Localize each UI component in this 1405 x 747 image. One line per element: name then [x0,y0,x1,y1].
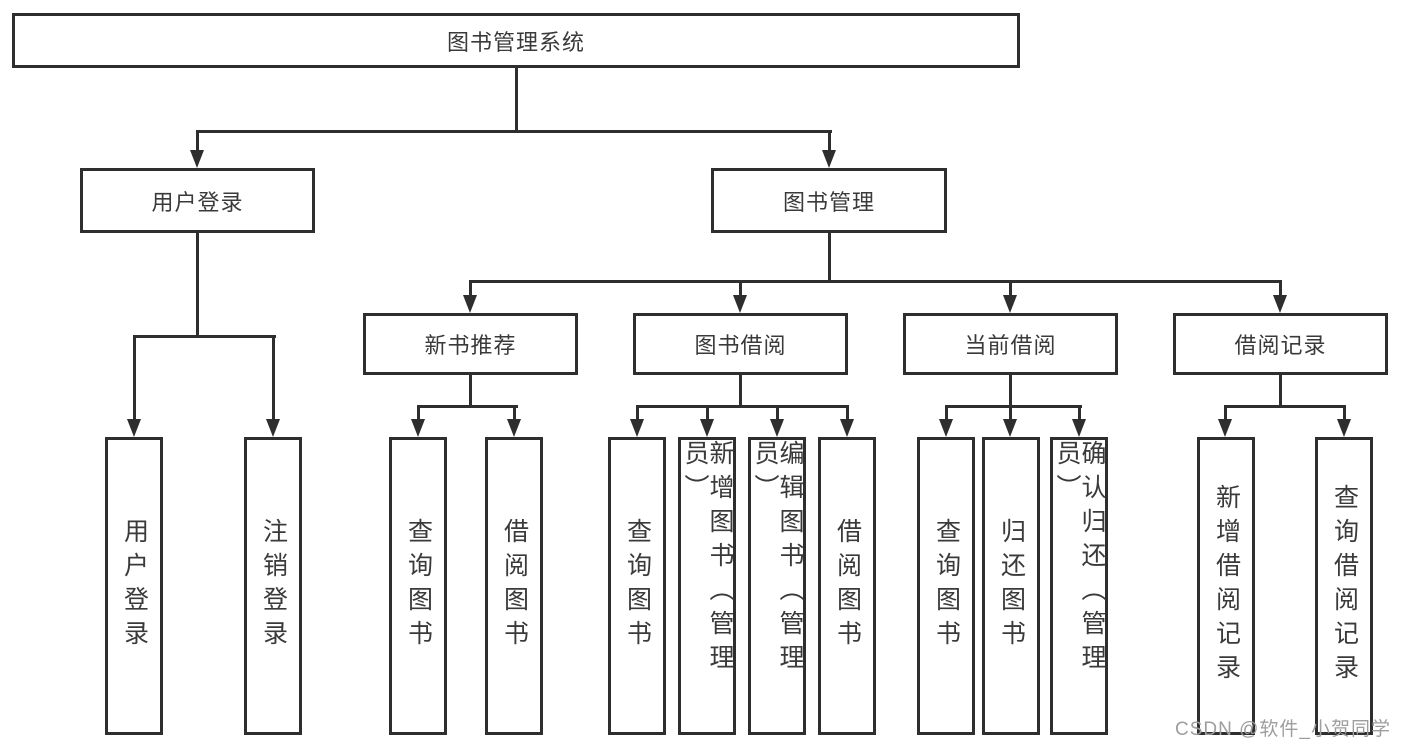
leaf-borrow-books: 借阅图书 [485,437,543,735]
arrowhead-down-icon [190,150,204,168]
connector-line [133,335,136,421]
leaf-edit-books-admin: 编辑图书（管理员） [748,437,806,735]
connector-line [196,130,832,133]
connector-line [945,405,948,421]
arrowhead-down-icon [1003,295,1017,313]
arrowhead-down-icon [770,419,784,437]
connector-line [828,233,831,280]
watermark: CSDN @软件_小贺同学 [1175,719,1391,740]
connector-line [828,130,831,152]
connector-line [1279,280,1282,297]
connector-line [846,405,849,421]
node-user-login: 用户登录 [80,168,315,233]
connector-line [417,405,420,421]
leaf-query-books: 查询图书 [917,437,975,735]
arrowhead-down-icon [700,419,714,437]
connector-line [739,375,742,405]
connector-line [739,280,742,297]
connector-line [706,405,709,421]
arrowhead-down-icon [939,419,953,437]
connector-line [636,405,639,421]
node-borrow-records: 借阅记录 [1173,313,1388,375]
arrowhead-down-icon [1337,419,1351,437]
leaf-return-books: 归还图书 [982,437,1040,735]
connector-line [1078,405,1081,421]
arrowhead-down-icon [507,419,521,437]
connector-line [272,335,275,421]
connector-line [1224,405,1346,408]
arrowhead-down-icon [1273,295,1287,313]
arrowhead-down-icon [1218,419,1232,437]
connector-line [469,280,1282,283]
connector-line [515,68,518,130]
arrowhead-down-icon [266,419,280,437]
node-current-borrow: 当前借阅 [903,313,1118,375]
connector-line [1009,375,1012,405]
connector-line [1009,280,1012,297]
arrowhead-down-icon [127,419,141,437]
arrowhead-down-icon [411,419,425,437]
connector-line [513,405,516,421]
connector-line [196,130,199,152]
connector-line [1224,405,1227,421]
connector-line [945,405,1082,408]
connector-line [636,405,849,408]
connector-line [1343,405,1346,421]
arrowhead-down-icon [463,295,477,313]
arrowhead-down-icon [1072,419,1086,437]
leaf-logout: 注销登录 [244,437,302,735]
connector-line [469,280,472,297]
arrowhead-down-icon [630,419,644,437]
arrowhead-down-icon [840,419,854,437]
arrowhead-down-icon [822,150,836,168]
leaf-add-borrow-record: 新增借阅记录 [1197,437,1255,735]
node-book-management: 图书管理 [711,168,947,233]
connector-line [776,405,779,421]
arrowhead-down-icon [733,295,747,313]
connector-line [196,233,199,335]
connector-line [1009,405,1012,421]
leaf-query-books: 查询图书 [389,437,447,735]
connector-line [417,405,518,408]
leaf-add-books-admin: 新增图书（管理员） [678,437,736,735]
leaf-confirm-return-admin: 确认归还（管理员） [1050,437,1108,735]
leaf-query-borrow-record: 查询借阅记录 [1315,437,1373,735]
connector-line [1279,375,1282,405]
leaf-borrow-books: 借阅图书 [818,437,876,735]
node-book-borrow: 图书借阅 [633,313,848,375]
leaf-user-login: 用户登录 [105,437,163,735]
connector-line [133,335,276,338]
leaf-query-books: 查询图书 [608,437,666,735]
arrowhead-down-icon [1003,419,1017,437]
connector-line [469,375,472,405]
node-root: 图书管理系统 [12,13,1020,68]
node-new-book-recommend: 新书推荐 [363,313,578,375]
